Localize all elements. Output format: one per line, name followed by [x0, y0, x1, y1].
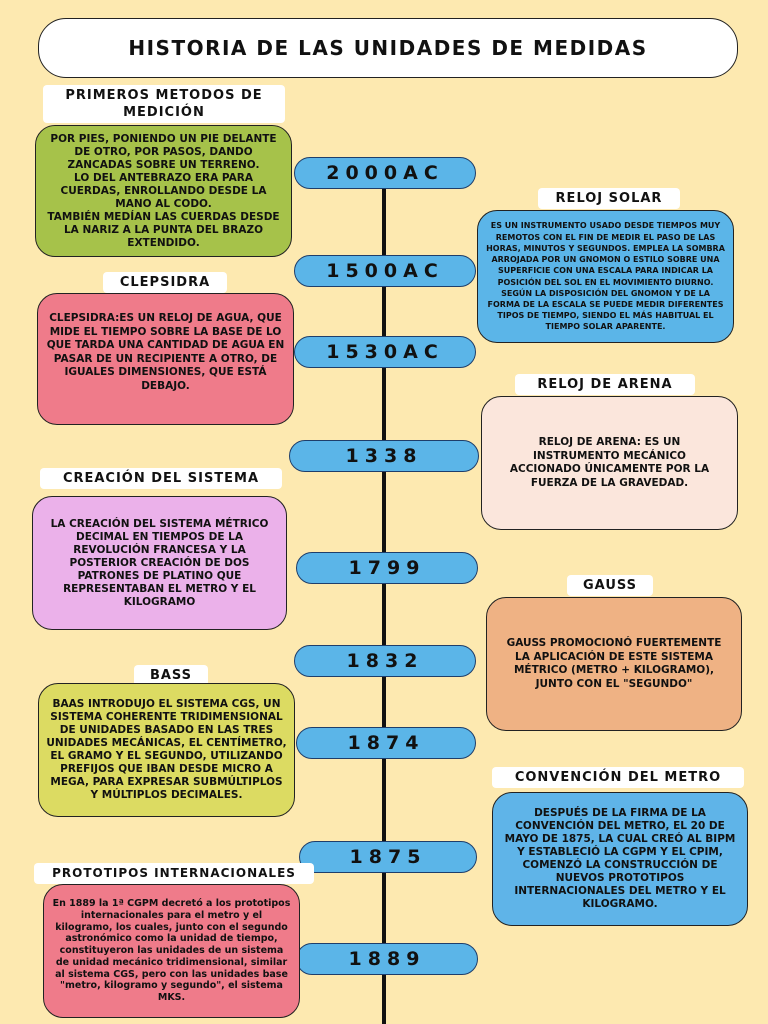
card-clepsidra-text: CLEPSIDRA:ES UN RELOJ DE AGUA, QUE MIDE …	[46, 312, 285, 392]
label-reloj-arena: RELOJ DE ARENA	[515, 374, 695, 395]
year-1875: 1875	[299, 841, 477, 873]
card-prototipos-text: En 1889 la 1ª CGPM decretó a los prototi…	[52, 897, 291, 1004]
label-prototipos: PROTOTIPOS INTERNACIONALES	[34, 863, 314, 884]
label-primeros-metodos: PRIMEROS METODOS DE MEDICIÓN	[43, 85, 285, 123]
card-bass: BAAS INTRODUJO EL SISTEMA CGS, UN SISTEM…	[38, 683, 295, 817]
label-convencion-metro: CONVENCIÓN DEL METRO	[492, 767, 744, 788]
card-prototipos: En 1889 la 1ª CGPM decretó a los prototi…	[43, 884, 300, 1018]
card-gauss: GAUSS PROMOCIONÓ FUERTEMENTE LA APLICACI…	[486, 597, 742, 731]
card-convencion-metro-text: DESPUÉS DE LA FIRMA DE LA CONVENCIÓN DEL…	[504, 807, 736, 910]
card-reloj-solar-text: ES UN INSTRUMENTO USADO DESDE TIEMPOS MU…	[486, 221, 725, 332]
year-1832: 1832	[294, 645, 476, 677]
card-reloj-arena-text: RELOJ DE ARENA: ES UN INSTRUMENTO MECÁNI…	[509, 436, 710, 489]
card-creacion-sistema-text: LA CREACIÓN DEL SISTEMA MÉTRICO DECIMAL …	[50, 517, 269, 608]
label-reloj-solar: RELOJ SOLAR	[538, 188, 680, 209]
year-2000ac: 2000AC	[294, 157, 476, 189]
page-title: HISTORIA DE LAS UNIDADES DE MEDIDAS	[128, 36, 648, 60]
year-1500ac: 1500AC	[294, 255, 476, 287]
card-gauss-text: GAUSS PROMOCIONÓ FUERTEMENTE LA APLICACI…	[506, 637, 722, 690]
label-clepsidra: CLEPSIDRA	[103, 272, 227, 293]
label-gauss: GAUSS	[567, 575, 653, 596]
card-reloj-solar: ES UN INSTRUMENTO USADO DESDE TIEMPOS MU…	[477, 210, 734, 343]
card-primeros-metodos-text: POR PIES, PONIENDO UN PIE DELANTE DE OTR…	[47, 132, 280, 249]
card-creacion-sistema: LA CREACIÓN DEL SISTEMA MÉTRICO DECIMAL …	[32, 496, 287, 630]
label-bass: BASS	[134, 665, 208, 686]
card-convencion-metro: DESPUÉS DE LA FIRMA DE LA CONVENCIÓN DEL…	[492, 792, 748, 926]
card-bass-text: BAAS INTRODUJO EL SISTEMA CGS, UN SISTEM…	[46, 698, 287, 801]
card-primeros-metodos: POR PIES, PONIENDO UN PIE DELANTE DE OTR…	[35, 125, 292, 257]
year-1889: 1889	[296, 943, 478, 975]
year-1874: 1874	[296, 727, 476, 759]
year-1530ac: 1530AC	[294, 336, 476, 368]
timeline-axis	[382, 170, 386, 1024]
year-1799: 1799	[296, 552, 478, 584]
title-box: HISTORIA DE LAS UNIDADES DE MEDIDAS	[38, 18, 738, 78]
year-1338: 1338	[289, 440, 479, 472]
label-creacion-sistema: CREACIÓN DEL SISTEMA	[40, 468, 282, 489]
card-clepsidra: CLEPSIDRA:ES UN RELOJ DE AGUA, QUE MIDE …	[37, 293, 294, 425]
card-reloj-arena: RELOJ DE ARENA: ES UN INSTRUMENTO MECÁNI…	[481, 396, 738, 530]
